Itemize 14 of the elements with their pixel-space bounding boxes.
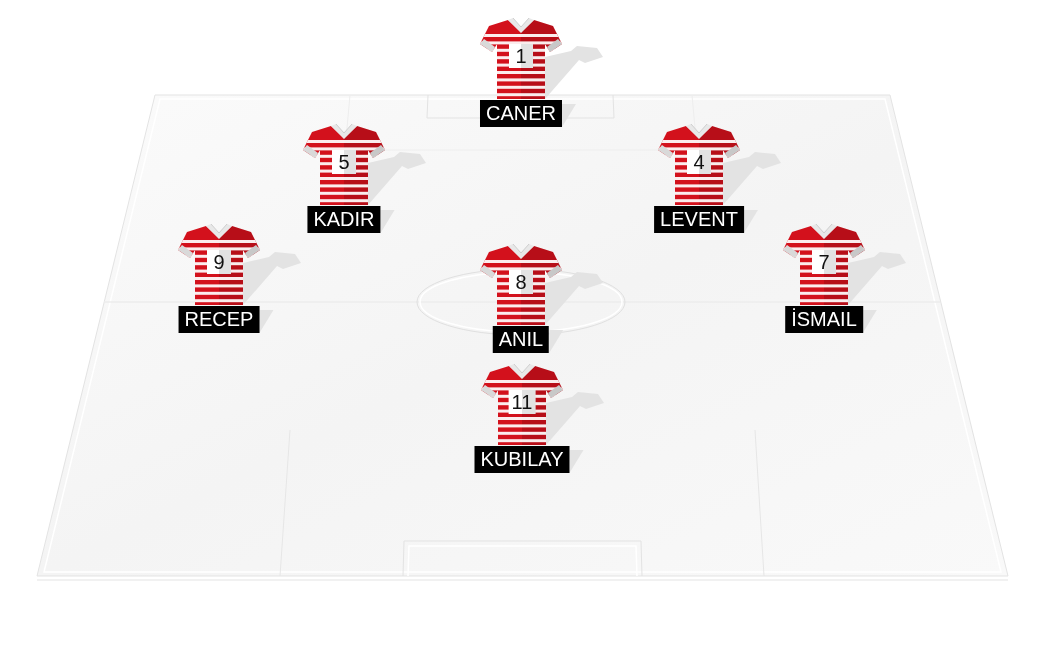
player-name: KADIR [307,206,381,233]
player-name: RECEP [178,306,260,333]
shirt-number: 11 [508,390,536,414]
player-name: CANER [480,100,562,127]
shirt-number: 8 [509,270,533,294]
player-name: LEVENT [654,206,744,233]
shirt-number: 1 [509,44,533,68]
player-name: İSMAIL [785,306,863,333]
shirt-number: 4 [687,150,711,174]
player-name: ANIL [492,326,550,353]
shirt-number: 7 [812,250,836,274]
shirt-number: 5 [332,150,356,174]
player-name: KUBILAY [474,446,570,473]
shirt-number: 9 [207,250,231,274]
